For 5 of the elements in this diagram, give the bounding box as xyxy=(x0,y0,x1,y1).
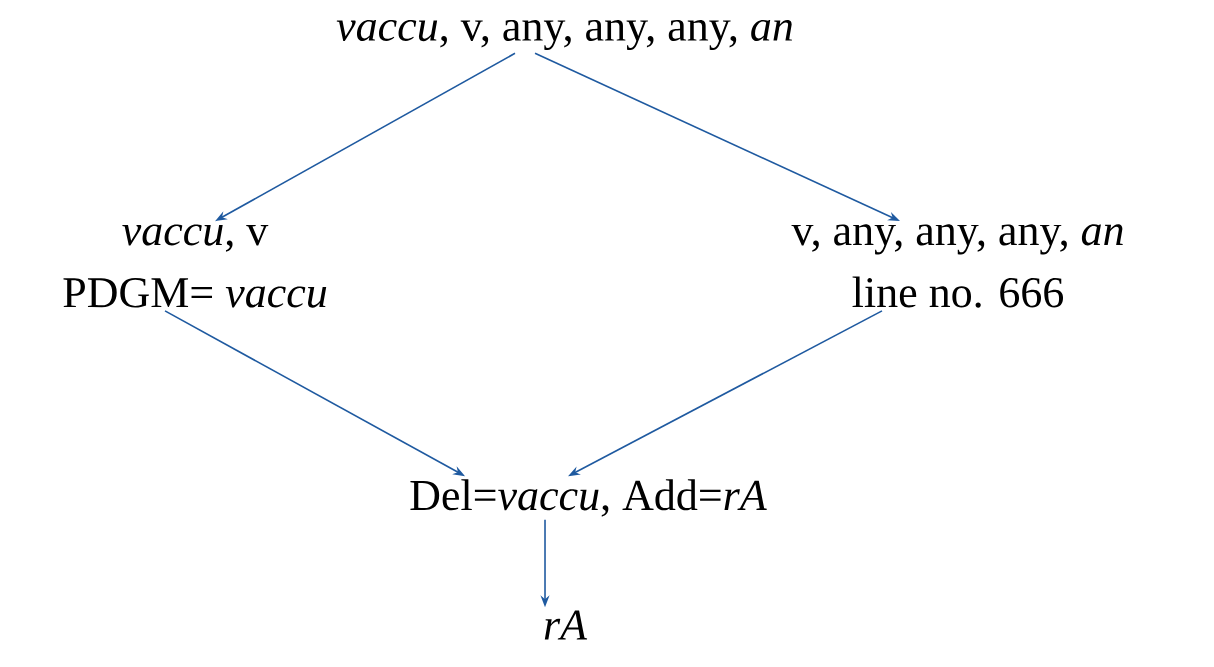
text-label: rA xyxy=(544,610,588,640)
text-label: Del=vaccu, Add=rA xyxy=(410,479,767,517)
text-label: vaccu, v, any, any, any, an xyxy=(336,19,793,51)
text-label: vaccu, v PDGM= vaccu xyxy=(63,224,327,308)
text-label: v, any, any, any, an line no. 666 xyxy=(791,224,1123,308)
